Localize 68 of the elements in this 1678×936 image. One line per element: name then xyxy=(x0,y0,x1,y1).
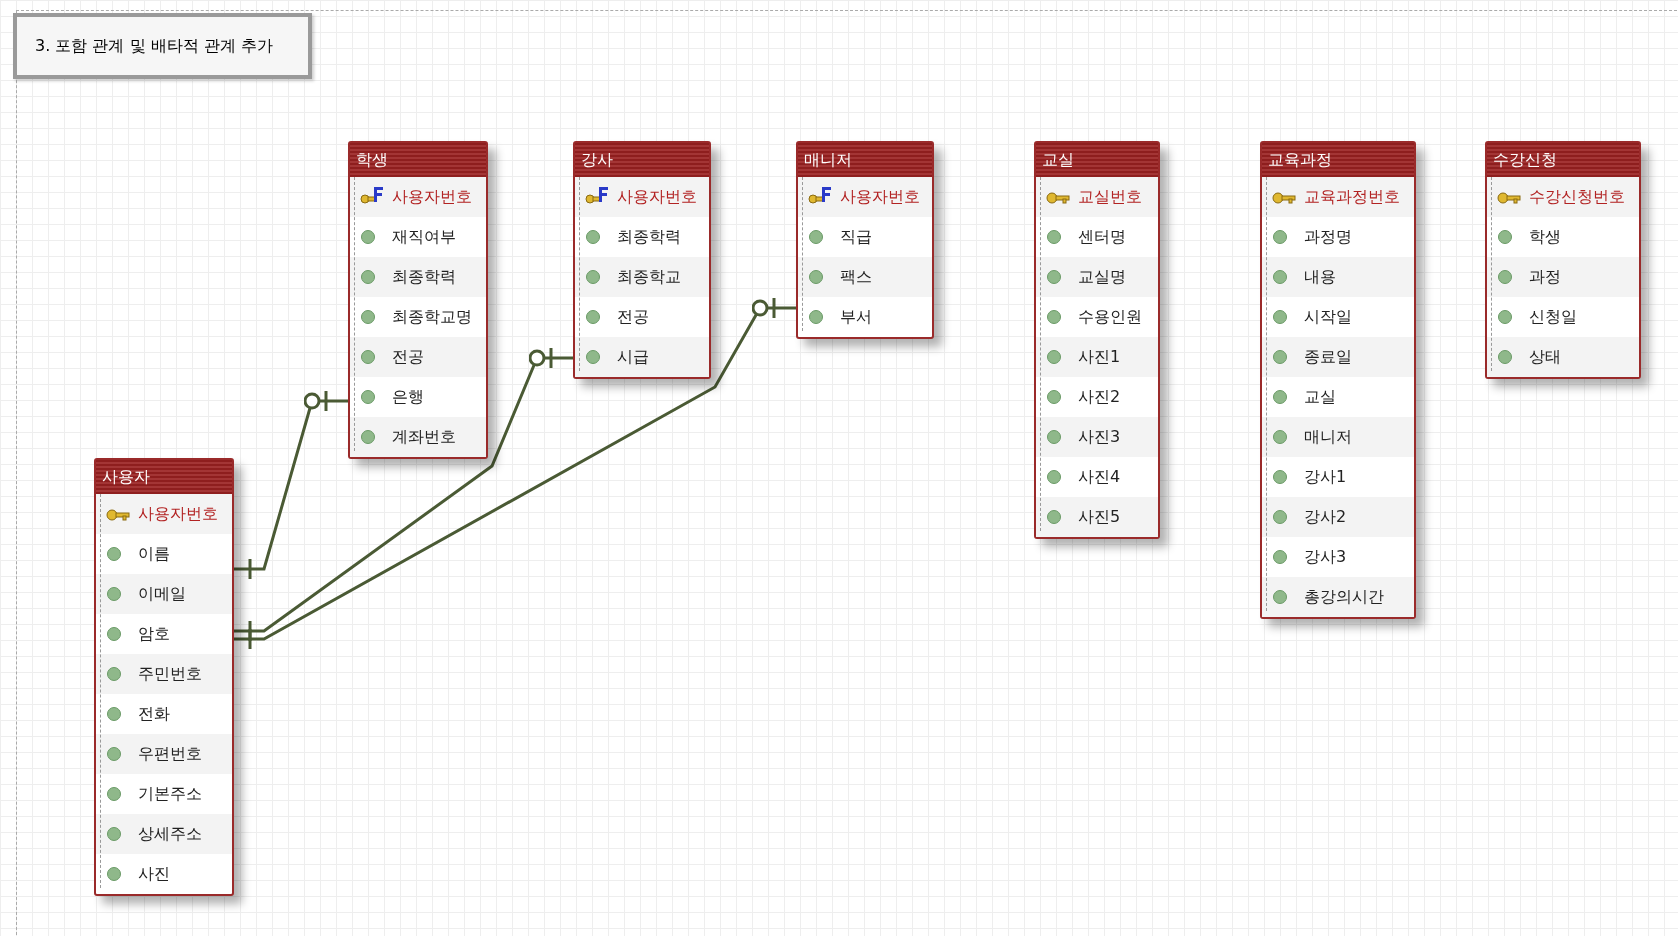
column-name: 최종학력 xyxy=(392,267,456,288)
column-name: 최종학교 xyxy=(617,267,681,288)
column-name: 전공 xyxy=(617,307,649,328)
column-name: 신청일 xyxy=(1529,307,1577,328)
table-title: 수강신청 xyxy=(1487,143,1639,177)
column-name: 주민번호 xyxy=(138,664,202,685)
column-name: 사용자번호 xyxy=(138,504,218,525)
column-name: 상세주소 xyxy=(138,824,202,845)
column-name: 종료일 xyxy=(1304,347,1352,368)
entity-table xyxy=(1485,141,1641,379)
column-name: 교실 xyxy=(1304,387,1336,408)
table-title: 교육과정 xyxy=(1262,143,1414,177)
column-name: 수강신청번호 xyxy=(1529,187,1625,208)
column-name: 직급 xyxy=(840,227,872,248)
entity-table xyxy=(1260,141,1416,619)
column-name: 사용자번호 xyxy=(617,187,697,208)
column-name: 전공 xyxy=(392,347,424,368)
column-name: 계좌번호 xyxy=(392,427,456,448)
column-name: 사용자번호 xyxy=(840,187,920,208)
relationship-line xyxy=(232,296,796,651)
column-name: 사진2 xyxy=(1078,387,1121,408)
column-name: 교실명 xyxy=(1078,267,1126,288)
column-name: 시급 xyxy=(617,347,649,368)
column-name: 과정 xyxy=(1529,267,1561,288)
column-name: 팩스 xyxy=(840,267,872,288)
column-name: 강사2 xyxy=(1304,507,1347,528)
column-name: 교육과정번호 xyxy=(1304,187,1400,208)
entity-table xyxy=(1034,141,1160,539)
column-name: 수용인원 xyxy=(1078,307,1142,328)
entity-table xyxy=(796,141,934,339)
column-name: 상태 xyxy=(1529,347,1561,368)
column-name: 내용 xyxy=(1304,267,1336,288)
column-name: 총강의시간 xyxy=(1304,587,1384,608)
column-name: 은행 xyxy=(392,387,424,408)
title-box: 3. 포함 관계 및 배타적 관계 추가 xyxy=(13,13,312,79)
column-name: 우편번호 xyxy=(138,744,202,765)
column-name: 강사1 xyxy=(1304,467,1347,488)
column-name: 과정명 xyxy=(1304,227,1352,248)
column-name: 사진 xyxy=(138,864,170,885)
entity-table xyxy=(573,141,711,379)
table-title: 강사 xyxy=(575,143,709,177)
column-name: 센터명 xyxy=(1078,227,1126,248)
column-name: 암호 xyxy=(138,624,170,645)
column-name: 시작일 xyxy=(1304,307,1352,328)
column-name: 기본주소 xyxy=(138,784,202,805)
table-title: 교실 xyxy=(1036,143,1158,177)
column-name: 강사3 xyxy=(1304,547,1347,568)
column-name: 최종학교명 xyxy=(392,307,472,328)
column-name: 사용자번호 xyxy=(392,187,472,208)
column-name: 이메일 xyxy=(138,584,186,605)
column-name: 최종학력 xyxy=(617,227,681,248)
table-title: 학생 xyxy=(350,143,486,177)
column-name: 교실번호 xyxy=(1078,187,1142,208)
column-name: 전화 xyxy=(138,704,170,725)
column-name: 사진1 xyxy=(1078,347,1121,368)
column-name: 매니저 xyxy=(1304,427,1352,448)
column-name: 부서 xyxy=(840,307,872,328)
entity-table xyxy=(348,141,488,459)
entity-table xyxy=(94,458,234,896)
column-name: 사진5 xyxy=(1078,507,1121,528)
column-name: 이름 xyxy=(138,544,170,565)
column-name: 재직여부 xyxy=(392,227,456,248)
table-title: 매니저 xyxy=(798,143,932,177)
column-name: 학생 xyxy=(1529,227,1561,248)
column-name: 사진3 xyxy=(1078,427,1121,448)
relationship-line xyxy=(232,389,348,581)
column-name: 사진4 xyxy=(1078,467,1121,488)
table-title: 사용자 xyxy=(96,460,232,494)
